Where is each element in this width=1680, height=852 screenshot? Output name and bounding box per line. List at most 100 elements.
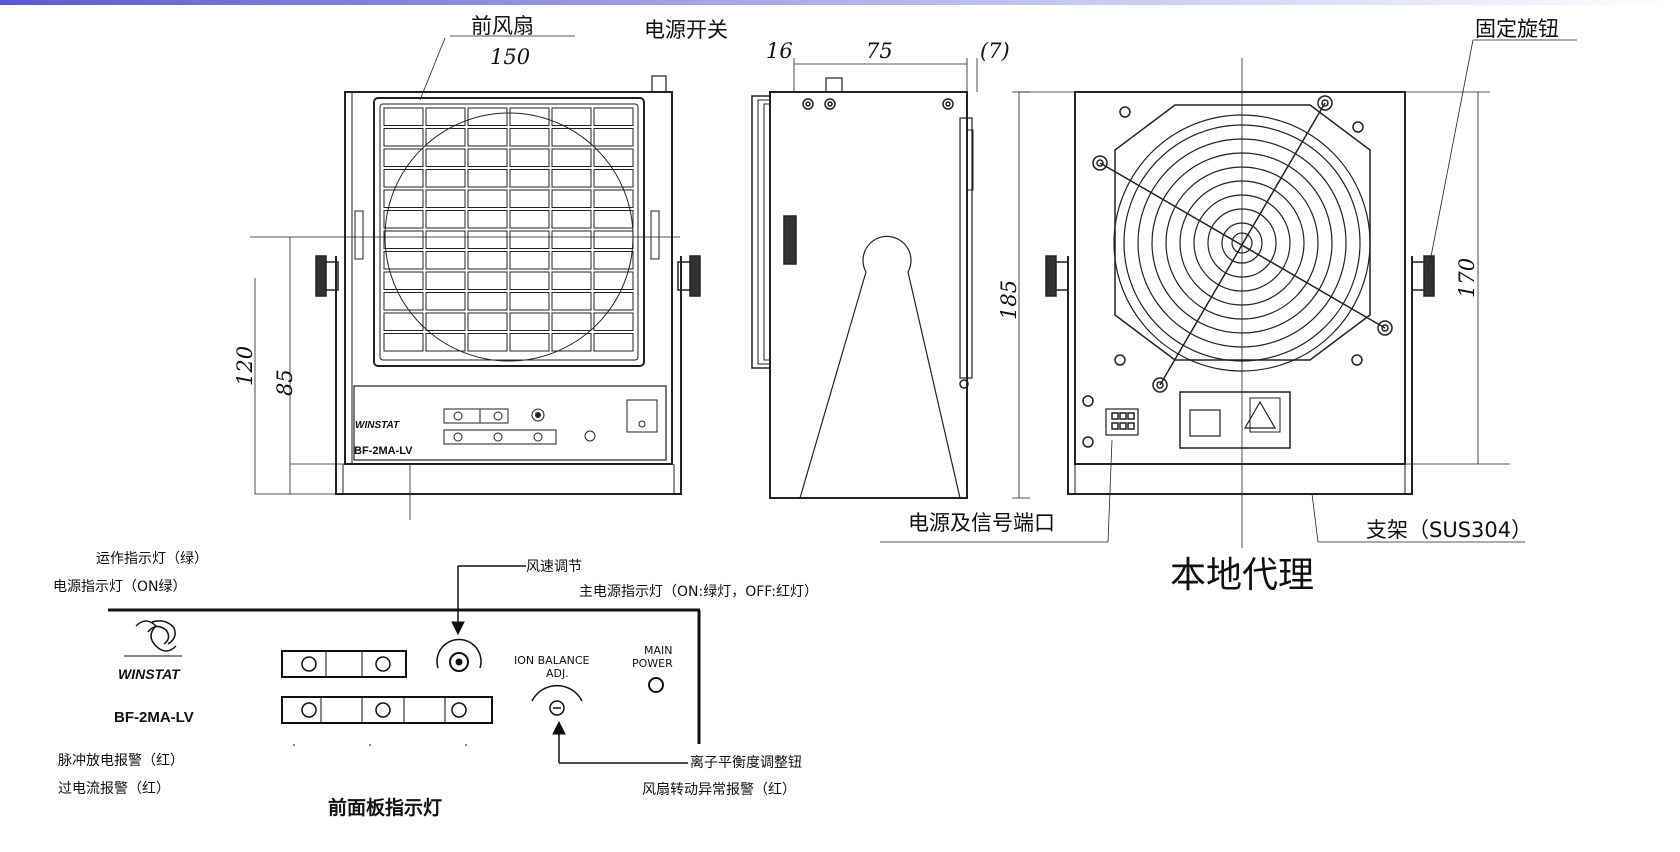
grille-cell [425,189,466,208]
grille-cell [593,210,634,229]
grille-cell [467,312,508,331]
grille-cell [383,169,424,188]
grille-cell [509,333,550,352]
grille-cell [551,128,592,147]
grille-cell [425,292,466,311]
grille-cell [425,169,466,188]
label-front-panel-title: 前面板指示灯 [328,796,442,819]
dim-7: (7) [980,39,1010,63]
grille-cell [383,312,424,331]
label-fan-fault-alarm: 风扇转动异常报警（红） [642,782,796,798]
grille-cell [551,312,592,331]
grille-cell [551,169,592,188]
dim-185: 185 [997,280,1021,320]
grille-cell [593,128,634,147]
grille-cell [467,271,508,290]
grille-cell [383,128,424,147]
label-fix-knob: 固定旋钮 [1475,17,1559,41]
fan-grille [383,107,634,352]
grille-cell [383,271,424,290]
label-power-switch: 电源开关 [644,18,728,42]
grille-cell [383,230,424,249]
front-panel-detail [108,565,701,764]
label-local-agent: 本地代理 [1170,555,1314,596]
grille-cell [551,230,592,249]
grille-cell [425,312,466,331]
panel-brand: WINSTAT [118,666,181,682]
rear-view [880,39,1577,548]
dim-120: 120 [233,346,257,386]
grille-cell [467,333,508,352]
grille-cell [383,189,424,208]
grille-cell [551,251,592,270]
label-main-power-indicator: 主电源指示灯（ON:绿灯，OFF:红灯） [579,584,818,600]
grille-cell [425,333,466,352]
grille-cell [509,148,550,167]
grille-cell [551,189,592,208]
grille-cell [593,333,634,352]
grille-cell [509,230,550,249]
grille-cell [383,210,424,229]
grille-cell [383,107,424,126]
label-front-fan: 前风扇 [471,14,534,38]
grille-cell [425,271,466,290]
grille-cell [551,148,592,167]
grille-cell [425,148,466,167]
grille-cell [509,292,550,311]
grille-cell [467,169,508,188]
grille-cell [593,292,634,311]
panel-model: BF-2MA-LV [114,709,194,726]
main-text: MAIN [644,644,673,657]
dim-170: 170 [1455,258,1479,298]
grille-cell [467,128,508,147]
grille-cell [593,189,634,208]
grille-cell [383,148,424,167]
adj-text: ADJ. [546,667,569,680]
grille-cell [551,271,592,290]
grille-cell [425,210,466,229]
grille-cell [551,333,592,352]
grille-cell [467,251,508,270]
label-power-signal-port: 电源及信号端口 [908,511,1055,535]
grille-cell [509,271,550,290]
grille-cell [593,148,634,167]
grille-cell [593,312,634,331]
label-overcurrent-alarm: 过电流报警（红） [58,781,170,797]
grille-cell [425,251,466,270]
grille-cell [551,210,592,229]
dim-150: 150 [490,45,530,69]
grille-cell [509,107,550,126]
dim-75: 75 [866,39,893,63]
label-wind-speed: 风速调节 [526,559,582,575]
front-view-panel-graphics [443,399,658,445]
label-ion-balance-knob: 离子平衡度调整钮 [690,754,802,771]
grille-cell [467,107,508,126]
grille-cell [467,189,508,208]
grille-cell [551,292,592,311]
grille-cell [383,251,424,270]
grille-cell [425,230,466,249]
grille-cell [593,251,634,270]
grille-cell [509,251,550,270]
grille-cell [509,189,550,208]
grille-cell [425,107,466,126]
grille-cell [467,292,508,311]
grille-cell [425,128,466,147]
top-accent-bar [0,0,1680,5]
front-view [250,35,701,520]
front-view-brand: WINSTAT [355,420,400,431]
power-text: POWER [632,657,673,670]
grille-cell [551,107,592,126]
front-view-model: BF-2MA-LV [354,445,413,457]
label-bracket: 支架（SUS304） [1366,518,1532,542]
ssd-logo [124,620,182,657]
grille-cell [509,169,550,188]
grille-cell [509,312,550,331]
label-power-indicator: 电源指示灯（ON绿） [53,579,187,595]
side-view [751,58,1030,499]
grille-cell [467,210,508,229]
grille-cell [509,128,550,147]
grille-cell [383,292,424,311]
dim-85: 85 [273,369,297,396]
